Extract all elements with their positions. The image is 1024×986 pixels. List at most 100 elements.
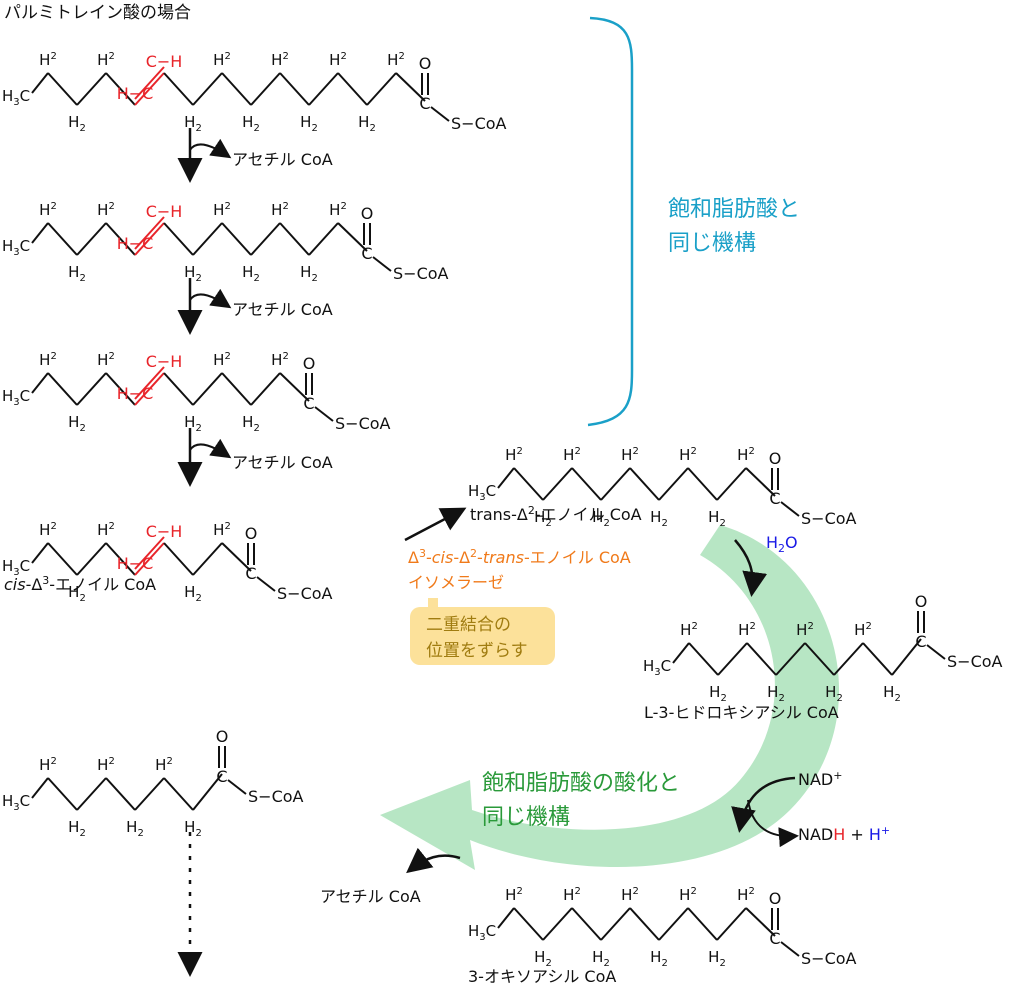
side-product-arrow xyxy=(189,138,232,159)
bond xyxy=(192,72,223,106)
ch2-label: H2 xyxy=(650,948,668,969)
subscript: 2 xyxy=(50,756,56,767)
ch2-label: H2 xyxy=(505,446,523,464)
bond xyxy=(192,222,223,256)
alkene-ch-label: C−H xyxy=(146,52,183,71)
bond xyxy=(891,638,922,676)
ch2-label: H2 xyxy=(592,948,610,969)
ch2-label: H2 xyxy=(387,51,405,69)
bond xyxy=(221,372,252,406)
bond xyxy=(430,106,450,122)
bond xyxy=(47,372,78,406)
subscript: 2 xyxy=(50,351,56,362)
subscript: 2 xyxy=(282,201,288,212)
ch2-label: H2 xyxy=(213,351,231,369)
ch2-label: H2 xyxy=(563,886,581,904)
h3c-label: H3C xyxy=(468,922,496,943)
bond xyxy=(672,642,690,664)
subscript: 2 xyxy=(108,521,114,532)
subscript: 3 xyxy=(13,247,19,258)
h3c-label: H3C xyxy=(2,387,30,408)
bond xyxy=(31,542,49,564)
trans-enoyl-label: trans-Δ2-エノイル CoA xyxy=(470,504,642,524)
bond xyxy=(221,542,252,572)
bond xyxy=(76,222,107,256)
ch2-label: H2 xyxy=(97,521,115,539)
carbonyl-carbon: C xyxy=(769,929,780,948)
bond xyxy=(746,642,777,676)
bond xyxy=(600,467,631,501)
h3c-label: H3C xyxy=(2,87,30,108)
ch2-label: H2 xyxy=(39,351,57,369)
subscript: 3 xyxy=(13,97,19,108)
subscript: 2 xyxy=(282,351,288,362)
bond xyxy=(687,467,718,501)
note-text-1: 二重結合の xyxy=(426,615,511,635)
bond xyxy=(629,907,660,941)
ch2-label: H2 xyxy=(708,948,726,969)
bond xyxy=(658,907,689,941)
hydroxyacyl-label: L-3-ヒドロキシアシル CoA xyxy=(644,703,839,722)
atom: C xyxy=(20,792,30,810)
s-coa-label: S−CoA xyxy=(801,949,857,968)
ch2-label: H2 xyxy=(184,413,202,434)
bond xyxy=(497,907,515,929)
s-coa-label: S−CoA xyxy=(801,509,857,528)
bond xyxy=(629,467,660,501)
bond xyxy=(250,72,281,106)
cycle-big-arrow xyxy=(380,525,840,870)
bond xyxy=(780,941,800,957)
ch2-label: H2 xyxy=(680,621,698,639)
h3c-label: H3C xyxy=(643,657,671,678)
bond xyxy=(279,222,310,256)
bond xyxy=(658,467,689,501)
ch2-label: H2 xyxy=(825,683,843,704)
subscript: 2 xyxy=(108,51,114,62)
subscript: 3 xyxy=(479,492,485,503)
bond xyxy=(542,907,573,941)
bond xyxy=(571,467,602,501)
isomerase-arrow xyxy=(404,507,467,542)
bond xyxy=(926,644,946,660)
bond xyxy=(76,372,107,406)
bond xyxy=(163,222,194,256)
ch2-label: H2 xyxy=(679,886,697,904)
subscript: 2 xyxy=(748,886,754,897)
bond xyxy=(513,467,544,501)
carbonyl-oxygen: O xyxy=(361,204,374,223)
ch2-label: H2 xyxy=(534,948,552,969)
subscript: 2 xyxy=(79,423,85,434)
subscript: 2 xyxy=(253,423,259,434)
subscript: 2 xyxy=(137,828,143,839)
ch2-label: H2 xyxy=(184,818,202,839)
ch2-label: H2 xyxy=(184,113,202,134)
carbonyl-oxygen: O xyxy=(216,727,229,746)
bond xyxy=(47,222,78,256)
ch2-label: H2 xyxy=(737,886,755,904)
subscript: 3 xyxy=(13,802,19,813)
bond xyxy=(31,72,49,94)
subscript: 2 xyxy=(603,518,609,529)
bond xyxy=(163,542,194,576)
bond xyxy=(134,777,165,811)
bond xyxy=(221,222,252,256)
carbonyl-oxygen: O xyxy=(245,524,258,543)
alkene-ch-label: H−C xyxy=(117,84,154,103)
bond xyxy=(717,642,748,676)
subscript: 2 xyxy=(574,446,580,457)
subscript: 2 xyxy=(807,621,813,632)
h2o-label: H2O xyxy=(766,533,798,555)
note-box xyxy=(410,607,555,665)
bond xyxy=(192,773,223,811)
ch2-label: H2 xyxy=(68,818,86,839)
bond xyxy=(745,907,776,937)
carbonyl-carbon: C xyxy=(216,767,227,786)
ch2-label: H2 xyxy=(708,508,726,529)
atom: C xyxy=(661,657,671,675)
carbonyl-oxygen: O xyxy=(303,354,316,373)
subscript: 2 xyxy=(79,593,85,604)
subscript: 2 xyxy=(108,201,114,212)
acetyl-release-arrow xyxy=(406,847,461,874)
subscript: 2 xyxy=(50,201,56,212)
